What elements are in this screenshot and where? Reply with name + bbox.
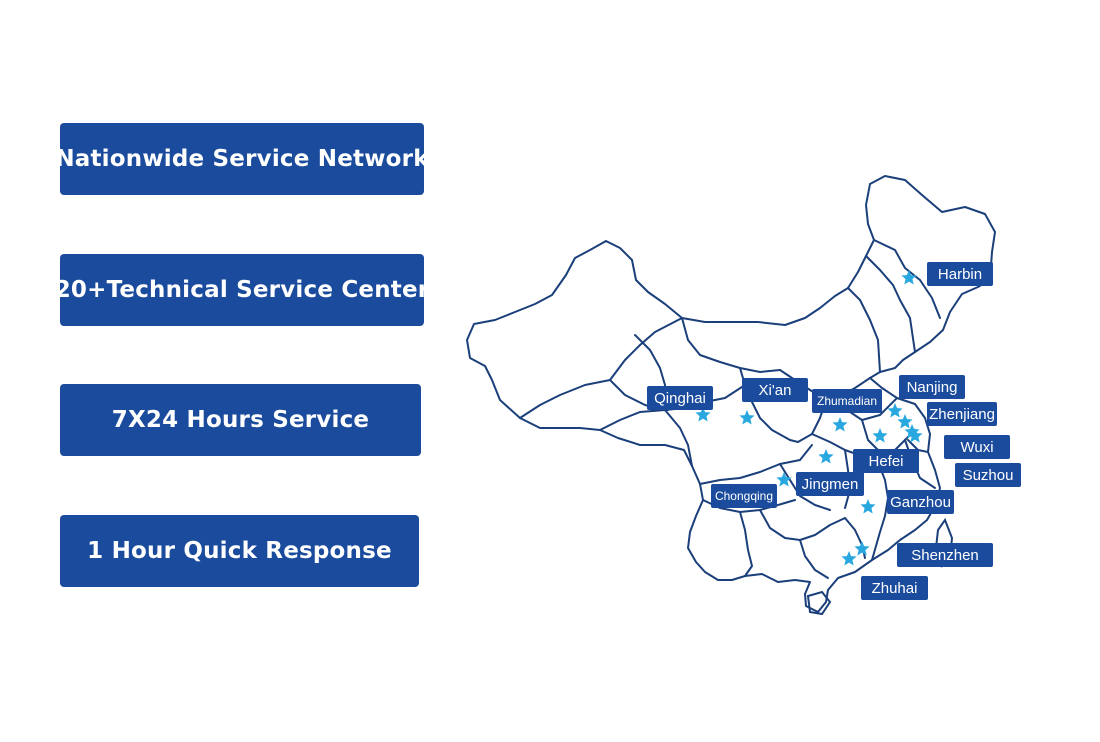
feature-technical-service-center[interactable]: 20+Technical Service Center	[55, 254, 429, 326]
city-label-wuxi[interactable]: Wuxi	[944, 435, 1010, 459]
city-label-qinghai[interactable]: Qinghai	[647, 386, 713, 410]
city-marker-star-icon	[776, 472, 792, 487]
city-label-jingmen[interactable]: Jingmen	[796, 472, 864, 496]
feature-label: 1 Hour Quick Response	[87, 538, 392, 564]
city-marker-star-icon	[841, 551, 857, 566]
city-marker-star-icon	[818, 449, 834, 464]
feature-label: 20+Technical Service Center	[54, 277, 430, 303]
feature-7x24-hours-service[interactable]: 7X24 Hours Service	[60, 384, 421, 456]
city-label-harbin[interactable]: Harbin	[927, 262, 993, 286]
city-label-suzhou[interactable]: Suzhou	[955, 463, 1021, 487]
marker-layer	[695, 270, 923, 566]
city-label-zhuhai[interactable]: Zhuhai	[861, 576, 928, 600]
city-marker-star-icon	[854, 541, 870, 556]
city-label-zhumadian[interactable]: Zhumadian	[812, 389, 882, 413]
city-marker-star-icon	[739, 410, 755, 425]
city-label-zhenjiang[interactable]: Zhenjiang	[927, 402, 997, 426]
city-marker-star-icon	[904, 424, 920, 439]
city-label-hefei[interactable]: Hefei	[853, 449, 919, 473]
feature-label: Nationwide Service Network	[55, 146, 429, 172]
city-marker-star-icon	[901, 270, 917, 285]
city-marker-star-icon	[897, 414, 913, 429]
city-marker-star-icon	[695, 407, 711, 422]
city-label-nanjing[interactable]: Nanjing	[899, 375, 965, 399]
city-label-ganzhou[interactable]: Ganzhou	[887, 490, 954, 514]
feature-nationwide-service-network[interactable]: Nationwide Service Network	[55, 123, 429, 195]
feature-label: 7X24 Hours Service	[111, 407, 370, 433]
city-label-xian[interactable]: Xi'an	[742, 378, 808, 402]
city-marker-star-icon	[860, 499, 876, 514]
city-label-shenzhen[interactable]: Shenzhen	[897, 543, 993, 567]
city-label-chongqing[interactable]: Chongqing	[711, 484, 777, 508]
city-marker-star-icon	[887, 403, 903, 418]
feature-quick-response[interactable]: 1 Hour Quick Response	[60, 515, 419, 587]
city-marker-star-icon	[832, 417, 848, 432]
city-marker-star-icon	[872, 428, 888, 443]
